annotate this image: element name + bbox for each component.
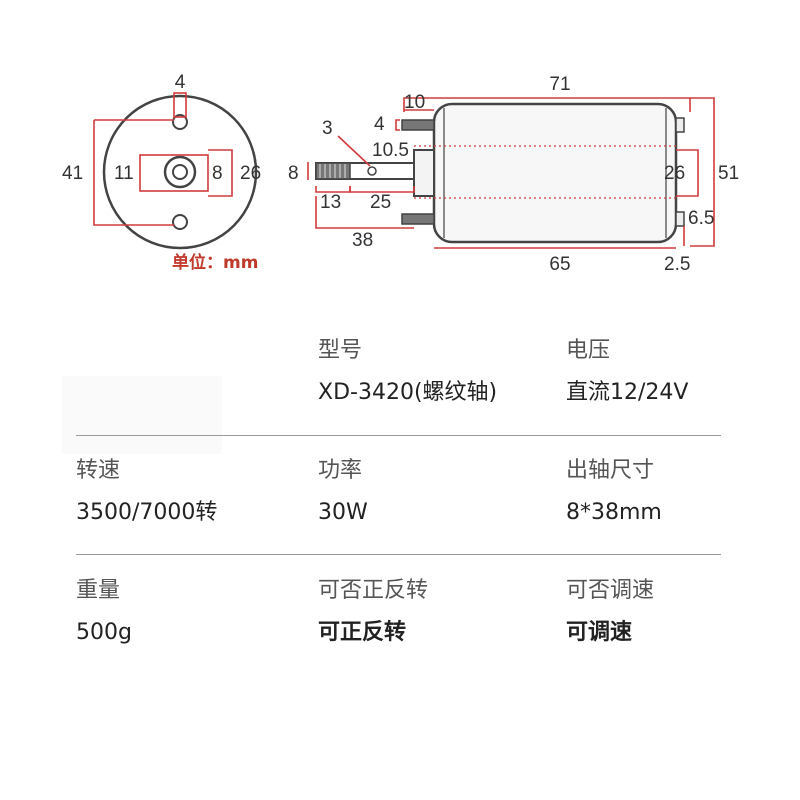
dim-side-25: 25 (370, 192, 391, 213)
spec-reversible: 可否正反转 可正反转 (318, 576, 548, 648)
dim-side-2-5: 2.5 (664, 254, 690, 275)
spec-voltage: 电压 直流12/24V (566, 336, 796, 408)
spec-power-label: 功率 (318, 458, 363, 483)
spec-weight-label: 重量 (76, 578, 121, 603)
dim-side-10-5: 10.5 (372, 140, 409, 161)
row-divider (76, 554, 721, 555)
screw-top (401, 119, 435, 131)
spec-voltage-label: 电压 (566, 338, 611, 363)
dim-side-10: 10 (404, 92, 425, 113)
spec-speed-value: 3500/7000转 (76, 500, 218, 525)
spec-reversible-label: 可否正反转 (318, 578, 429, 603)
dim-side-13: 13 (320, 192, 341, 213)
spec-adjustable: 可否调速 可调速 (566, 576, 796, 648)
dim-side-4: 4 (374, 114, 385, 135)
dim-side-26: 26 (664, 163, 685, 184)
spec-row-1: 型号 XD-3420(螺纹轴) 电压 直流12/24V (0, 336, 800, 454)
spec-reversible-value: 可正反转 (318, 620, 407, 645)
spec-shaft-value: 8*38mm (566, 500, 662, 525)
spec-row-2: 转速 3500/7000转 功率 30W 出轴尺寸 8*38mm (0, 456, 800, 566)
spec-weight: 重量 500g (76, 576, 306, 648)
spec-power-value: 30W (318, 500, 368, 525)
front-boss (413, 149, 435, 197)
dim-side-6-5: 6.5 (688, 208, 714, 229)
spec-shaft-label: 出轴尺寸 (566, 458, 655, 483)
spec-power: 功率 30W (318, 456, 548, 528)
dim-front-26: 26 (240, 163, 261, 184)
dim-front-8: 8 (212, 163, 223, 184)
spec-adjustable-value: 可调速 (566, 620, 633, 645)
spec-speed-label: 转速 (76, 458, 121, 483)
shaft-pin-hole (367, 166, 377, 176)
spec-adjustable-label: 可否调速 (566, 578, 655, 603)
spec-voltage-value: 直流12/24V (566, 380, 689, 405)
spec-row-3: 重量 500g 可否正反转 可正反转 可否调速 可调速 (0, 576, 800, 686)
terminal-top (675, 117, 685, 133)
spec-speed: 转速 3500/7000转 (76, 456, 306, 528)
terminal-bottom (675, 211, 685, 227)
dim-side-71: 71 (549, 74, 570, 95)
dim-side-38: 38 (352, 230, 373, 251)
spec-model-value: XD-3420(螺纹轴) (318, 380, 498, 405)
dim-side-51: 51 (718, 163, 739, 184)
row-divider (76, 435, 721, 436)
dim-front-11: 11 (114, 163, 134, 184)
motor-dimension-drawing: 4 41 11 8 26 单位：mm (62, 72, 739, 275)
dim-side-3: 3 (322, 118, 333, 139)
blank-cell (62, 376, 222, 454)
spec-shaft: 出轴尺寸 8*38mm (566, 456, 796, 528)
mount-hole-bottom (172, 214, 188, 230)
mount-hole-top (172, 114, 188, 130)
spec-model-label: 型号 (318, 338, 363, 363)
dim-front-41: 41 (62, 163, 83, 184)
dim-side-65: 65 (549, 254, 570, 275)
spec-weight-value: 500g (76, 620, 132, 645)
spec-model: 型号 XD-3420(螺纹轴) (318, 336, 548, 408)
shaft-end (172, 164, 188, 180)
unit-label: 单位：mm (172, 252, 258, 273)
dim-front-4: 4 (175, 72, 186, 93)
side-view: 71 10 4 3 10.5 8 13 25 38 26 51 6.5 65 2… (288, 74, 739, 275)
motor-body (432, 102, 678, 244)
screw-bottom (401, 213, 435, 225)
dim-side-8: 8 (288, 163, 299, 184)
front-view: 4 41 11 8 26 单位：mm (62, 72, 261, 273)
